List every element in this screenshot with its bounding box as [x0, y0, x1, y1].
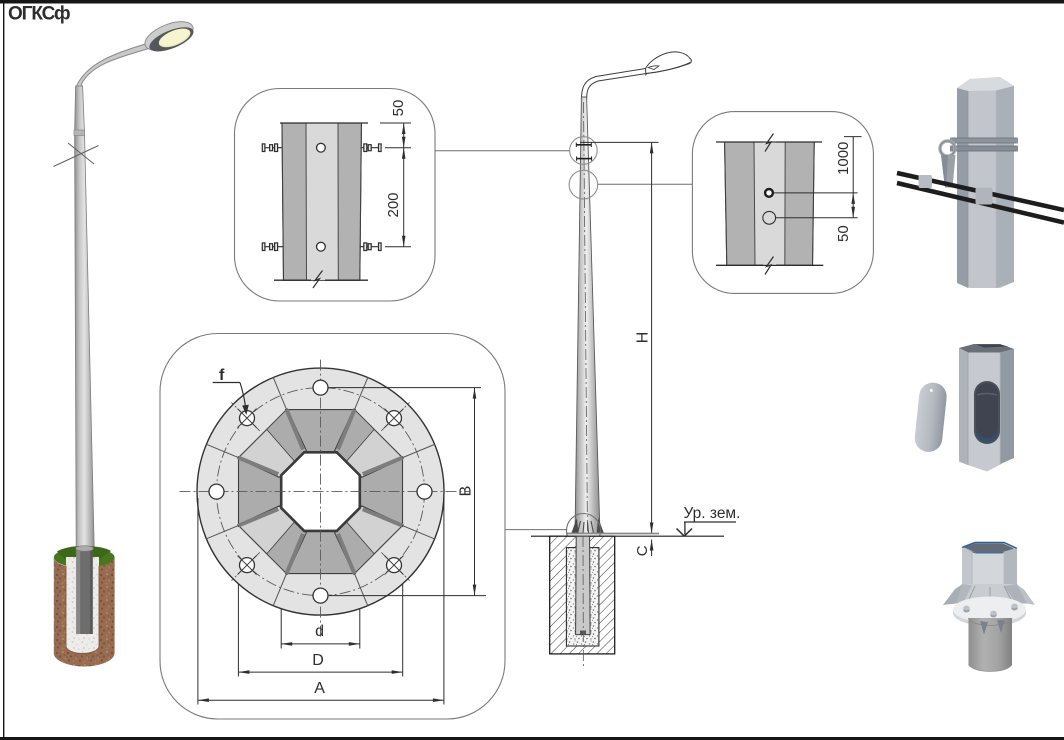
svg-text:200: 200 [385, 192, 402, 217]
svg-text:d: d [315, 623, 324, 640]
svg-text:H: H [635, 332, 652, 344]
svg-text:Ур. зем.: Ур. зем. [684, 505, 741, 522]
svg-text:50: 50 [390, 100, 407, 117]
svg-text:A: A [314, 680, 325, 697]
svg-text:C: C [634, 545, 651, 556]
svg-text:50: 50 [835, 225, 852, 242]
svg-text:B: B [458, 486, 475, 497]
svg-text:f: f [219, 367, 225, 384]
svg-text:1000: 1000 [835, 142, 852, 175]
svg-text:ОГКСф: ОГКСф [8, 4, 70, 25]
svg-text:D: D [312, 652, 324, 669]
